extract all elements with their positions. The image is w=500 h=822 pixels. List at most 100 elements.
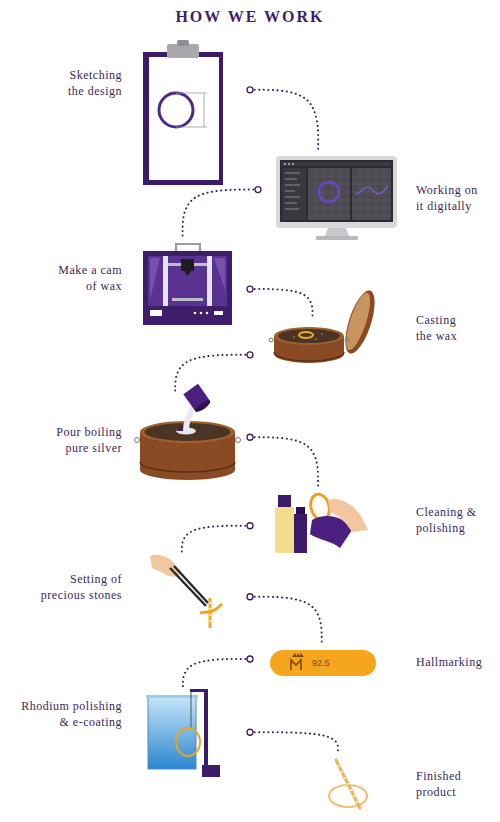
plating-tank-icon	[146, 695, 198, 698]
clipboard-icon	[167, 44, 199, 58]
step-label: Setting of precious stones	[37, 571, 122, 603]
process-step: Pour boiling pure silver	[140, 395, 250, 483]
polishing-icon	[328, 499, 368, 532]
start-dot	[247, 594, 253, 600]
printer-icon	[207, 256, 212, 306]
casting-box-icon	[269, 287, 381, 363]
dotted-connector	[182, 526, 250, 555]
monitor-icon	[308, 168, 350, 220]
casting-box-icon	[269, 338, 273, 342]
ring-icon	[356, 801, 358, 803]
hallmark-badge	[270, 650, 376, 676]
dotted-connector	[183, 659, 250, 690]
printer-icon	[214, 258, 225, 290]
printer-icon	[143, 251, 232, 325]
monitor-icon	[276, 156, 397, 228]
clipboard-icon	[149, 57, 219, 180]
hallmark-badge	[292, 653, 304, 657]
printer-icon	[214, 311, 223, 315]
ring-icon	[344, 777, 346, 779]
ring-icon	[329, 785, 367, 807]
start-dot	[247, 729, 253, 735]
monitor-icon	[308, 168, 350, 220]
start-dot	[255, 187, 261, 193]
printer-icon	[176, 244, 200, 252]
step-label: Make a cam of wax	[54, 262, 122, 294]
monitor-icon	[282, 162, 391, 166]
process-step: Casting the wax	[250, 318, 375, 373]
start-dot	[247, 523, 253, 529]
ring-icon	[347, 783, 349, 785]
start-dot	[247, 656, 253, 662]
monitor-icon	[276, 156, 397, 240]
monitor-icon	[319, 182, 339, 202]
step-label: Working on it digitally	[416, 182, 484, 214]
process-step: Sketching the design	[143, 43, 250, 185]
step-label: Hallmarking	[416, 654, 496, 670]
casting-box-icon	[299, 332, 313, 338]
dotted-connector	[250, 289, 313, 318]
monitor-icon	[355, 186, 388, 194]
dotted-connector	[183, 190, 258, 238]
plating-tank-icon	[204, 690, 208, 770]
start-dot	[247, 286, 253, 292]
polishing-icon	[278, 495, 291, 507]
step-label: Cleaning & polishing	[416, 504, 486, 536]
dotted-connector	[250, 732, 338, 752]
printer-icon	[150, 258, 160, 300]
stone-setting-icon	[150, 555, 222, 628]
printer-icon	[206, 312, 209, 315]
clipboard-icon	[143, 52, 223, 185]
step-label: Sketching the design	[54, 67, 122, 99]
casting-box-icon	[315, 338, 317, 340]
stone-setting-icon	[209, 614, 211, 616]
ring-icon	[338, 765, 340, 767]
stone-setting-icon	[209, 608, 211, 610]
plating-tank-icon	[202, 765, 220, 777]
process-step: Make a cam of wax	[143, 238, 250, 326]
dotted-connector	[250, 597, 322, 645]
monitor-icon	[292, 163, 294, 165]
melting-pot-icon	[236, 438, 241, 443]
stone-setting-icon	[150, 555, 182, 577]
printer-icon	[172, 298, 203, 301]
printer-icon	[194, 312, 197, 315]
casting-box-icon	[345, 338, 349, 342]
printer-icon	[143, 244, 232, 325]
monitor-icon	[316, 236, 358, 240]
clipboard-icon	[159, 93, 193, 127]
process-step: Finished product	[320, 752, 378, 812]
monitor-icon	[282, 168, 306, 220]
polishing-icon	[294, 514, 307, 553]
monitor-icon	[280, 160, 393, 222]
stone-setting-icon	[209, 620, 211, 622]
step-label: Casting the wax	[416, 312, 466, 344]
diagram-title: HOW WE WORK	[0, 8, 500, 26]
step-label: Rhodium polishing & e-coating	[16, 698, 122, 730]
plating-tank-icon	[191, 692, 192, 728]
stone-setting-icon	[209, 602, 211, 604]
melting-pot-icon	[135, 384, 241, 480]
hallmark-badge	[270, 650, 376, 676]
melting-pot-icon	[183, 384, 212, 414]
clipboard-icon	[176, 93, 207, 127]
ring-icon	[329, 760, 367, 808]
stone-setting-icon	[170, 566, 208, 606]
start-dot	[247, 434, 253, 440]
start-dot	[247, 352, 253, 358]
start-dot	[247, 87, 253, 93]
monitor-icon	[284, 163, 286, 165]
plating-tank-icon	[176, 728, 200, 756]
plating-tank-icon	[190, 689, 208, 692]
process-step: Rhodium polishing & e-coating	[140, 690, 250, 778]
process-step: Cleaning & polishing	[250, 487, 376, 555]
clipboard-icon	[143, 40, 223, 185]
polishing-icon	[275, 507, 294, 553]
step-label: Finished product	[416, 768, 468, 800]
printer-icon	[200, 312, 203, 315]
ring-icon	[336, 760, 360, 808]
polishing-icon	[296, 507, 305, 514]
casting-box-icon	[339, 287, 380, 357]
